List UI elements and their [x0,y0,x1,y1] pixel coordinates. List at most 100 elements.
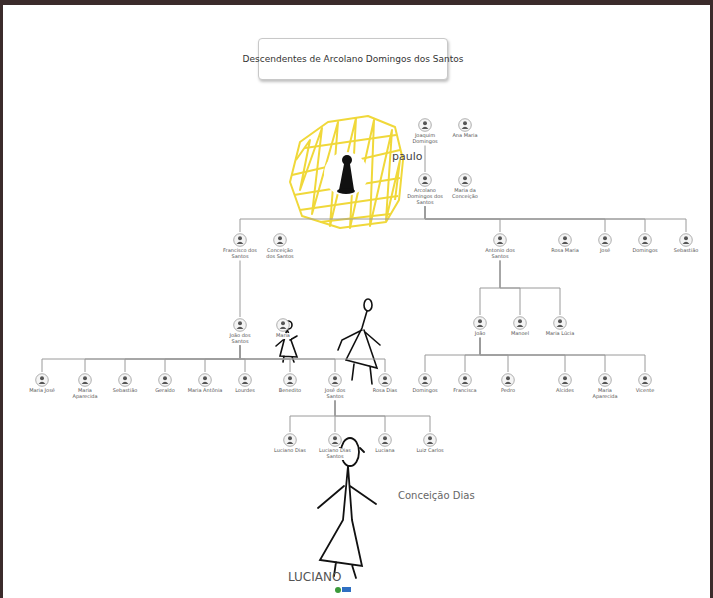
scribble-hatch [296,118,400,228]
icon-body [462,127,469,129]
person-node: Domingos [406,373,444,394]
person-name: Antonio dos Santos [481,248,519,260]
icon-ring [379,374,392,387]
person-node: Domingos [626,233,664,254]
icon-ring [459,119,472,132]
person-name: Sebastião [112,388,139,394]
person-name: Vicente [635,388,656,394]
person-name: Joaquim Domingos [406,133,444,145]
family-line [500,261,560,316]
person-icon [233,318,247,332]
person-name: Luciana [374,448,395,454]
person-node: Luciano Dias [271,433,309,454]
person-node: Luciana [366,433,404,454]
icon-head [423,176,427,180]
person-icon [328,433,342,447]
person-node: Lourdes [226,373,264,394]
person-icon [35,373,49,387]
icon-ring [234,234,247,247]
person-icon [78,373,92,387]
icon-body [462,182,469,184]
icon-ring [277,319,290,332]
icon-body [557,325,564,327]
figure-head [364,299,372,311]
family-line [290,401,335,433]
icon-body [562,242,569,244]
figure-base [337,188,355,194]
person-node: Luciano Dias Santos [316,433,354,460]
icon-ring [419,119,432,132]
icon-head [423,121,427,125]
person-icon [418,118,432,132]
person-node: Conceição dos Santos [261,233,299,260]
icon-head [83,376,87,380]
stick-figure [338,299,380,384]
title-box: Descendentes de Arcolano Domingos dos Sa… [258,38,448,80]
person-name: Maria da Conceição [446,188,484,200]
icon-head [203,376,207,380]
person-node: João [461,316,499,337]
person-icon [458,373,472,387]
icon-ring [234,319,247,332]
family-line [425,146,426,173]
person-icon [679,233,693,247]
icon-body [202,382,209,384]
icon-head [506,376,510,380]
person-name: Luciano Dias Santos [316,448,354,460]
figure-body [339,164,354,190]
person-icon [418,373,432,387]
frame-bar [0,0,3,598]
person-name: Ana Maria [451,133,478,139]
person-icon [598,233,612,247]
icon-body [562,382,569,384]
scribble-hole [324,152,368,196]
icon-head [684,236,688,240]
icon-body [642,242,649,244]
person-icon [283,373,297,387]
icon-ring [474,317,487,330]
keyhole-figure [337,155,355,194]
person-name: Francisca [452,388,477,394]
icon-head [163,376,167,380]
icon-body [422,182,429,184]
person-name: Luiz Carlos [415,448,444,454]
person-name: Domingos [631,248,658,254]
icon-ring [284,434,297,447]
figure-body [318,448,376,578]
scribble-hatch [292,135,400,222]
icon-body [517,325,524,327]
icon-body [82,382,89,384]
person-node: Maria Aparecida [66,373,104,400]
icon-ring [599,234,612,247]
person-icon [423,433,437,447]
person-node: José dos Santos [316,373,354,400]
icon-ring [554,317,567,330]
icon-head [383,376,387,380]
icon-body [477,325,484,327]
frame-bar [710,0,713,598]
person-icon [233,233,247,247]
icon-head [518,319,522,323]
icon-ring [79,374,92,387]
person-node: Joaquim Domingos [406,118,444,145]
icon-ring [639,374,652,387]
person-icon [553,316,567,330]
person-name: Lourdes [234,388,256,394]
person-name: Maria Aparecida [66,388,104,400]
family-line [465,338,480,372]
person-icon [238,373,252,387]
person-icon [118,373,132,387]
person-node: Rosa Dias [366,373,404,394]
person-node: Arcolano Domingos dos Santos [406,173,444,205]
person-name: José dos Santos [316,388,354,400]
icon-head [463,176,467,180]
person-node: Ana Maria [446,118,484,139]
person-node: Francisca [446,373,484,394]
icon-ring [274,234,287,247]
icon-head [603,376,607,380]
person-node: Maria [264,318,302,339]
icon-head [463,376,467,380]
person-node: Vicente [626,373,664,394]
